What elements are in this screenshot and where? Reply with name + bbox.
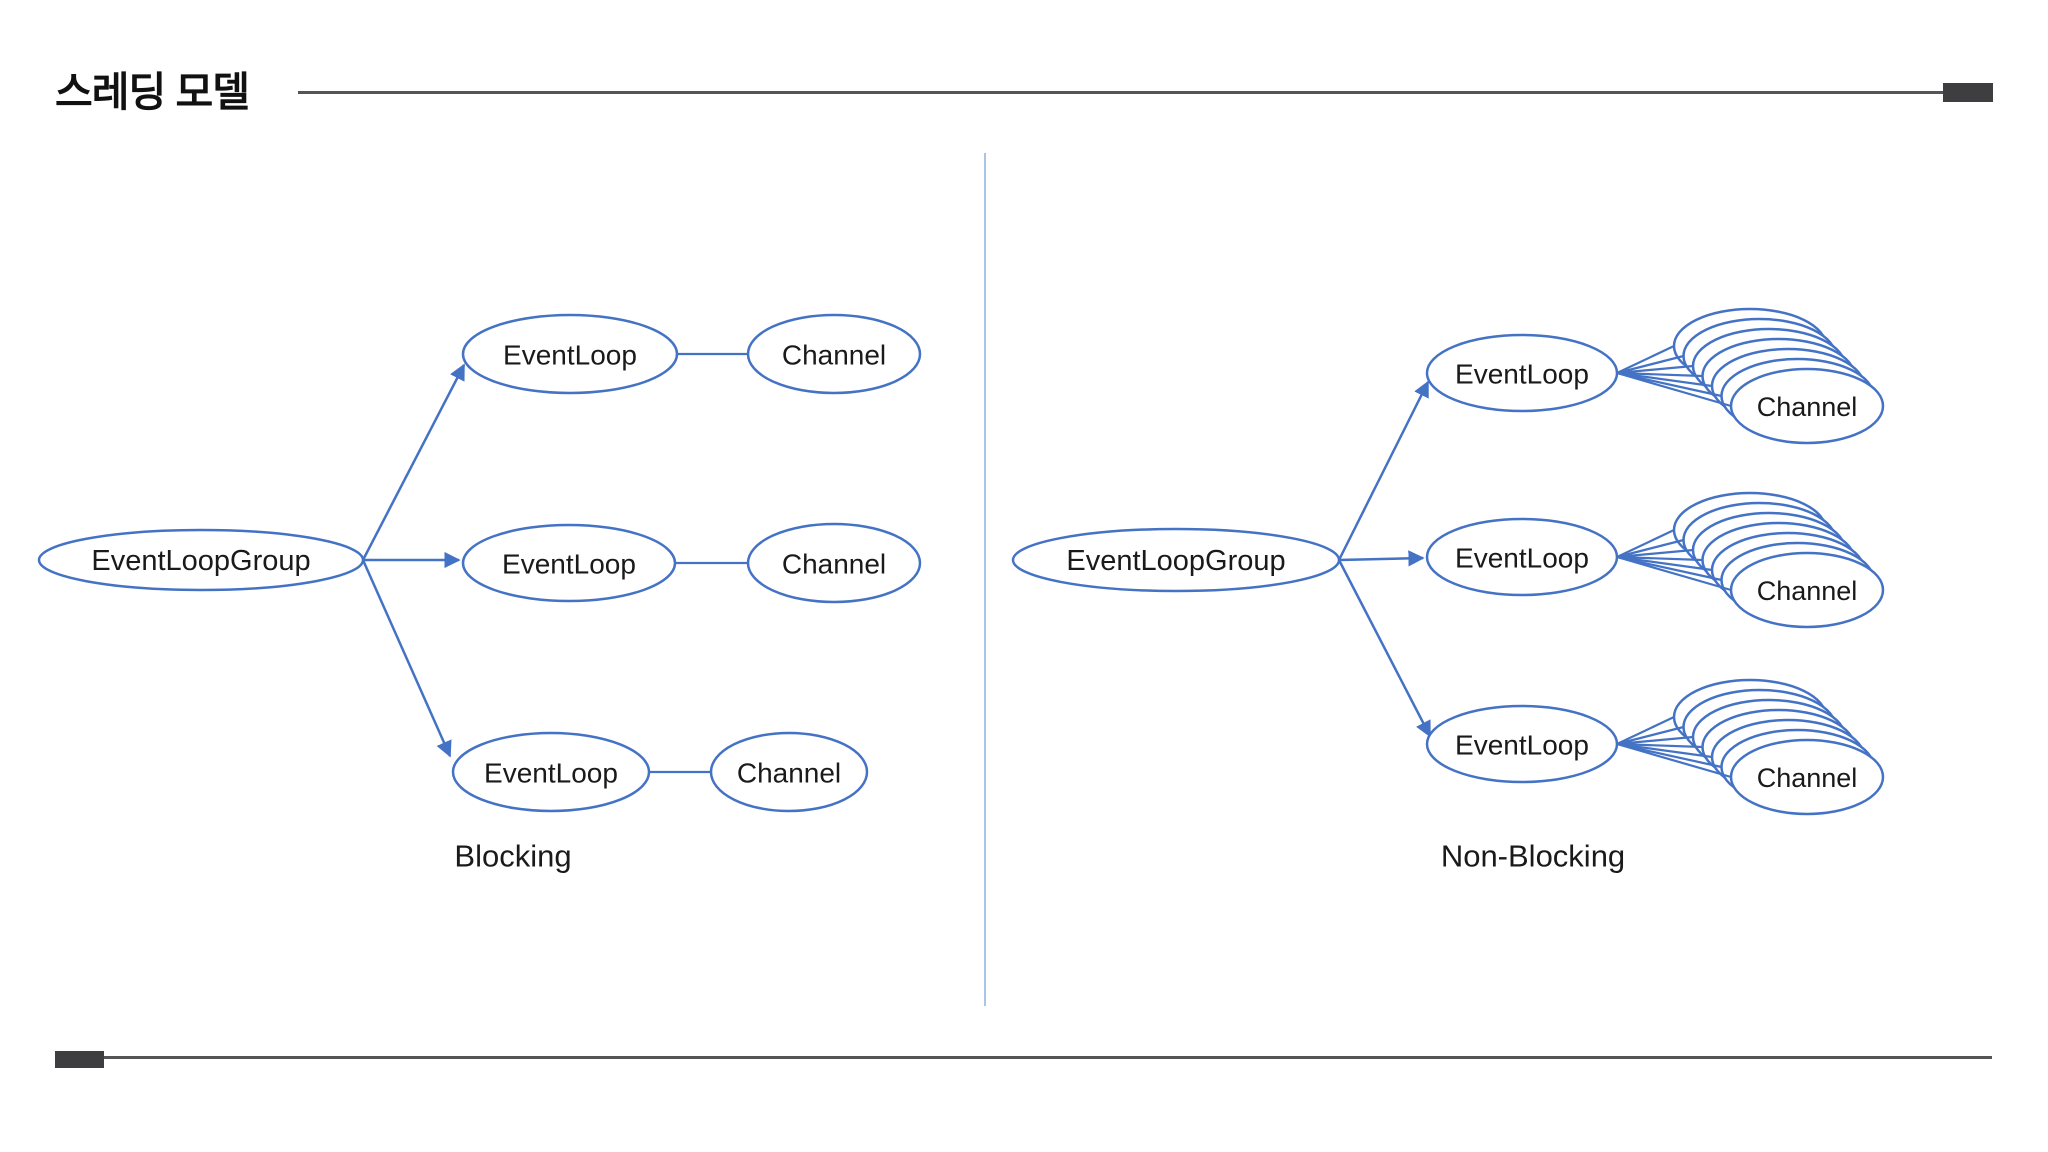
eventloop-label: EventLoop bbox=[1455, 359, 1589, 390]
eventloopgroup-label: EventLoopGroup bbox=[1066, 545, 1285, 577]
header-rule bbox=[298, 91, 1944, 94]
eventloop-label: EventLoop bbox=[484, 758, 618, 789]
blocking-diagram: EventLoopGroup EventLoop EventLoop Event… bbox=[37, 313, 922, 874]
arrow-line bbox=[361, 363, 466, 561]
channel-stack bbox=[1615, 307, 1885, 445]
channel-stack bbox=[1615, 678, 1885, 816]
header-end-marker bbox=[1943, 83, 1993, 102]
eventloop-label: EventLoop bbox=[1455, 543, 1589, 574]
footer-start-marker bbox=[55, 1051, 104, 1068]
caption-non-blocking: Non-Blocking bbox=[1441, 839, 1625, 874]
footer-rule bbox=[104, 1056, 1992, 1059]
channel-label: Channel bbox=[737, 758, 841, 789]
arrow-line bbox=[361, 559, 452, 758]
non-blocking-diagram: EventLoopGroup EventLoop EventLoop Event… bbox=[1011, 307, 1885, 874]
channel-label: Channel bbox=[782, 340, 886, 371]
channel-label: Channel bbox=[782, 549, 886, 580]
channel-stack bbox=[1615, 491, 1885, 629]
eventloop-node bbox=[451, 731, 651, 813]
channel-node bbox=[709, 731, 869, 813]
eventloop-node bbox=[461, 523, 677, 603]
page-title: 스레딩 모델 bbox=[55, 69, 250, 115]
arrow-line bbox=[1337, 559, 1432, 738]
eventloopgroup-node bbox=[37, 528, 365, 592]
eventloop-label: EventLoop bbox=[503, 340, 637, 371]
channel-node bbox=[746, 522, 922, 604]
channel-node bbox=[746, 313, 922, 395]
caption-blocking: Blocking bbox=[454, 839, 571, 874]
arrow-line bbox=[1337, 380, 1430, 561]
eventloopgroup-label: EventLoopGroup bbox=[91, 545, 310, 577]
eventloop-label: EventLoop bbox=[502, 549, 636, 580]
eventloop-label: EventLoop bbox=[1455, 730, 1589, 761]
eventloopgroup-node bbox=[1011, 527, 1341, 593]
arrow-line bbox=[1338, 550, 1425, 567]
eventloop-node bbox=[461, 313, 679, 395]
